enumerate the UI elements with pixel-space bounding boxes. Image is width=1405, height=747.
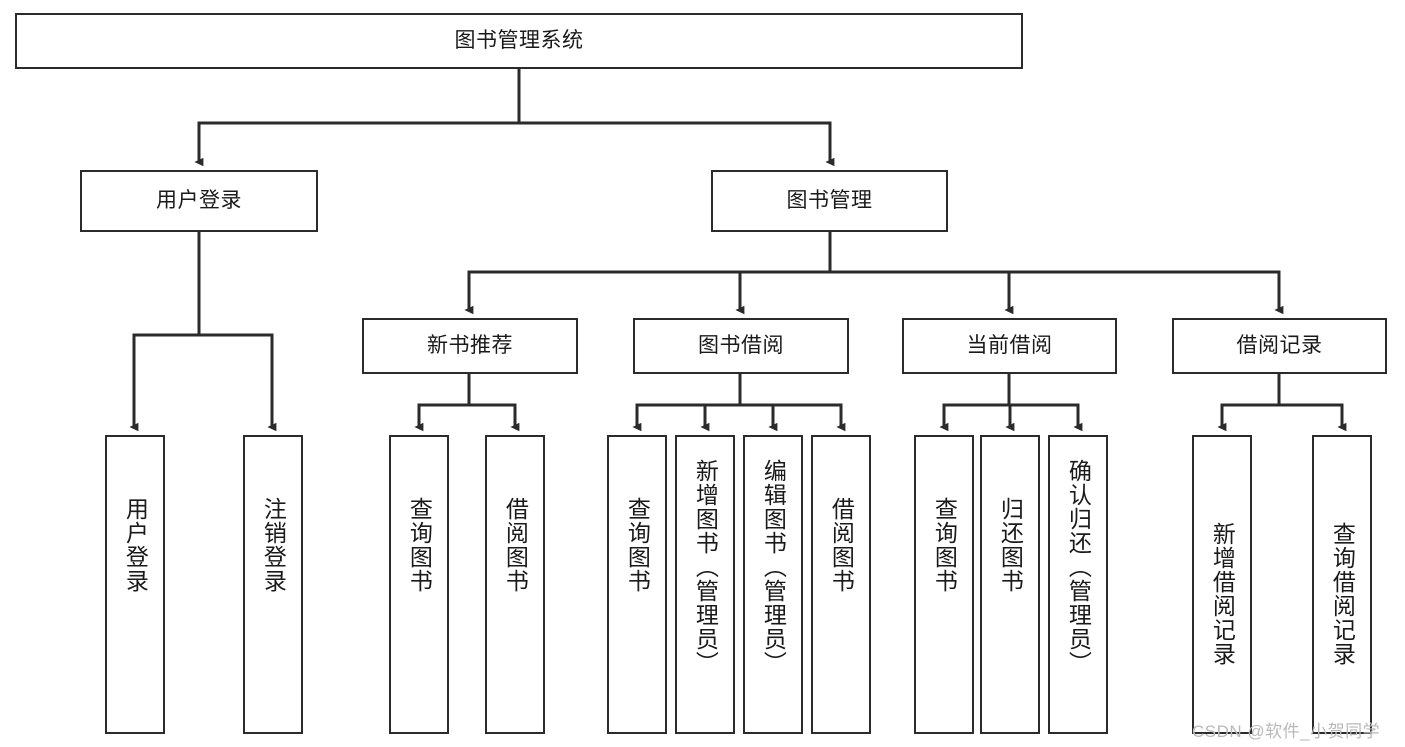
- node-leaf-add-record-label: 新增借阅记录: [1209, 522, 1236, 666]
- node-book-manage-label: 图书管理: [786, 188, 873, 212]
- node-leaf-edit-book[interactable]: 编辑图书（管理员）: [743, 435, 803, 734]
- node-current-borrow[interactable]: 当前借阅: [902, 318, 1117, 374]
- node-leaf-borrow-book-1-label: 借阅图书: [502, 497, 529, 593]
- node-book-borrow[interactable]: 图书借阅: [633, 318, 849, 374]
- csdn-watermark: CSDN @软件_小贺同学: [1192, 722, 1381, 741]
- node-leaf-query-book-1-label: 查询图书: [406, 497, 433, 593]
- node-root-label: 图书管理系统: [454, 28, 584, 52]
- node-leaf-borrow-book-2-label: 借阅图书: [828, 497, 855, 593]
- node-leaf-query-book-3-label: 查询图书: [931, 497, 958, 593]
- node-leaf-query-book-1[interactable]: 查询图书: [389, 435, 449, 734]
- node-leaf-query-book-3[interactable]: 查询图书: [914, 435, 974, 734]
- node-leaf-add-record[interactable]: 新增借阅记录: [1192, 435, 1252, 734]
- node-new-book-recommend-label: 新书推荐: [427, 333, 513, 357]
- node-new-book-recommend[interactable]: 新书推荐: [362, 318, 578, 374]
- node-current-borrow-label: 当前借阅: [966, 333, 1053, 357]
- node-leaf-add-book[interactable]: 新增图书（管理员）: [675, 435, 735, 734]
- node-borrow-record-label: 借阅记录: [1236, 333, 1323, 357]
- node-book-borrow-label: 图书借阅: [698, 333, 784, 357]
- node-leaf-query-record-label: 查询借阅记录: [1329, 522, 1356, 666]
- node-leaf-query-book-2-label: 查询图书: [624, 497, 651, 593]
- node-leaf-add-book-label: 新增图书（管理员）: [692, 459, 719, 675]
- node-root[interactable]: 图书管理系统: [15, 13, 1023, 69]
- node-leaf-user-login-label: 用户登录: [122, 497, 149, 593]
- node-leaf-logout-login-label: 注销登录: [260, 497, 287, 593]
- node-book-manage[interactable]: 图书管理: [711, 170, 948, 232]
- node-leaf-query-book-2[interactable]: 查询图书: [607, 435, 667, 734]
- node-leaf-edit-book-label: 编辑图书（管理员）: [760, 459, 787, 675]
- node-leaf-return-book[interactable]: 归还图书: [980, 435, 1040, 734]
- node-borrow-record[interactable]: 借阅记录: [1172, 318, 1387, 374]
- node-leaf-confirm-return-label: 确认归还（管理员）: [1065, 459, 1092, 675]
- node-leaf-return-book-label: 归还图书: [997, 497, 1024, 593]
- node-user-login[interactable]: 用户登录: [80, 170, 318, 232]
- node-leaf-logout-login[interactable]: 注销登录: [243, 435, 303, 734]
- node-leaf-query-record[interactable]: 查询借阅记录: [1312, 435, 1372, 734]
- node-leaf-user-login[interactable]: 用户登录: [105, 435, 165, 734]
- node-leaf-borrow-book-1[interactable]: 借阅图书: [485, 435, 545, 734]
- node-user-login-label: 用户登录: [156, 188, 242, 212]
- node-leaf-confirm-return[interactable]: 确认归还（管理员）: [1048, 435, 1108, 734]
- node-leaf-borrow-book-2[interactable]: 借阅图书: [811, 435, 871, 734]
